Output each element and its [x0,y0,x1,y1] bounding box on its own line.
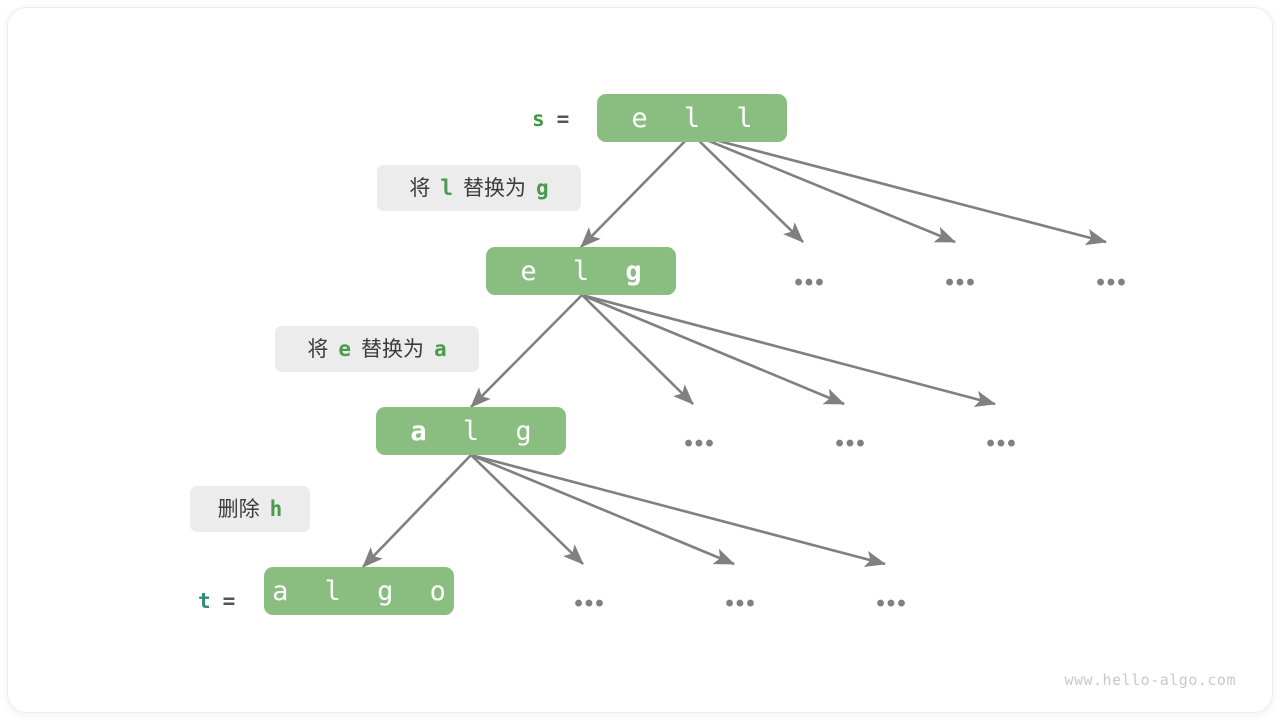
ellipsis-row2-1: ••• [684,430,716,457]
ellipsis-row1-1: ••• [794,269,826,296]
variable-name-t: t [198,589,211,613]
arrow-group-row2 [470,293,997,408]
arrow-halgo-branch-1 [470,454,584,565]
operation-2-to-char: a [434,336,447,361]
arrow-halgo-to-algo [362,454,472,568]
arrow-group-row3 [362,453,887,568]
equals-sign-source: = [556,107,570,131]
ellipsis-row3-3: ••• [876,590,908,617]
arrow-helgo-branch-1 [581,294,694,405]
node-helgo-text: h e l g o [467,255,705,287]
operation-2-from-char: e [338,336,351,361]
node-hello-text: h e l l o [578,102,816,134]
equals-sign-target: = [222,589,236,613]
variable-name-s: s [532,107,545,131]
arrow-hello-branch-2 [691,132,956,244]
operation-label-1: 将 l 替换为 g [377,165,581,211]
ellipsis-row1-2: ••• [945,269,977,296]
arrow-halgo-branch-3 [470,453,887,568]
diagram-stage: s = h e l l o 将 l 替换为 g ••• ••• ••• h e … [8,8,1272,712]
node-halgo[interactable]: h a l g o [358,407,584,455]
operation-2-middle: 替换为 [361,337,424,361]
arrow-helgo-branch-3 [581,293,997,408]
arrow-helgo-to-halgo [470,294,583,408]
operation-3-from-char: h [269,496,283,521]
ellipsis-row1-3: ••• [1096,269,1128,296]
arrow-hello-branch-3 [691,132,1108,246]
operation-1-middle: 替换为 [463,176,526,200]
node-algo[interactable]: a l g o [264,567,454,615]
operation-label-2: 将 e 替换为 a [275,326,479,372]
node-hello[interactable]: h e l l o [579,94,805,142]
ellipsis-row3-1: ••• [574,590,606,617]
operation-2-prefix: 将 [307,337,329,361]
arrow-hello-to-helgo [580,133,693,248]
node-helgo[interactable]: h e l g o [468,247,694,295]
operation-1-from-char: l [440,175,453,200]
ellipsis-row2-3: ••• [986,430,1018,457]
operation-label-3: 删除 h [190,486,310,532]
operation-3-prefix: 删除 [217,497,260,521]
arrow-group-row1 [580,132,1108,248]
diagram-card: s = h e l l o 将 l 替换为 g ••• ••• ••• h e … [8,8,1272,712]
variable-tag-target: t = [198,591,235,612]
arrow-hello-branch-1 [691,133,804,243]
watermark: www.hello-algo.com [1064,671,1236,689]
ellipsis-row2-2: ••• [835,430,867,457]
operation-1-to-char: g [536,175,549,200]
node-algo-text: a l g o [272,575,456,607]
arrow-helgo-branch-2 [581,293,845,406]
node-halgo-text: h a l g o [357,415,595,447]
ellipsis-row3-2: ••• [725,590,757,617]
arrow-halgo-branch-2 [470,453,735,566]
operation-1-prefix: 将 [409,176,431,200]
variable-tag-source: s = [532,109,569,130]
